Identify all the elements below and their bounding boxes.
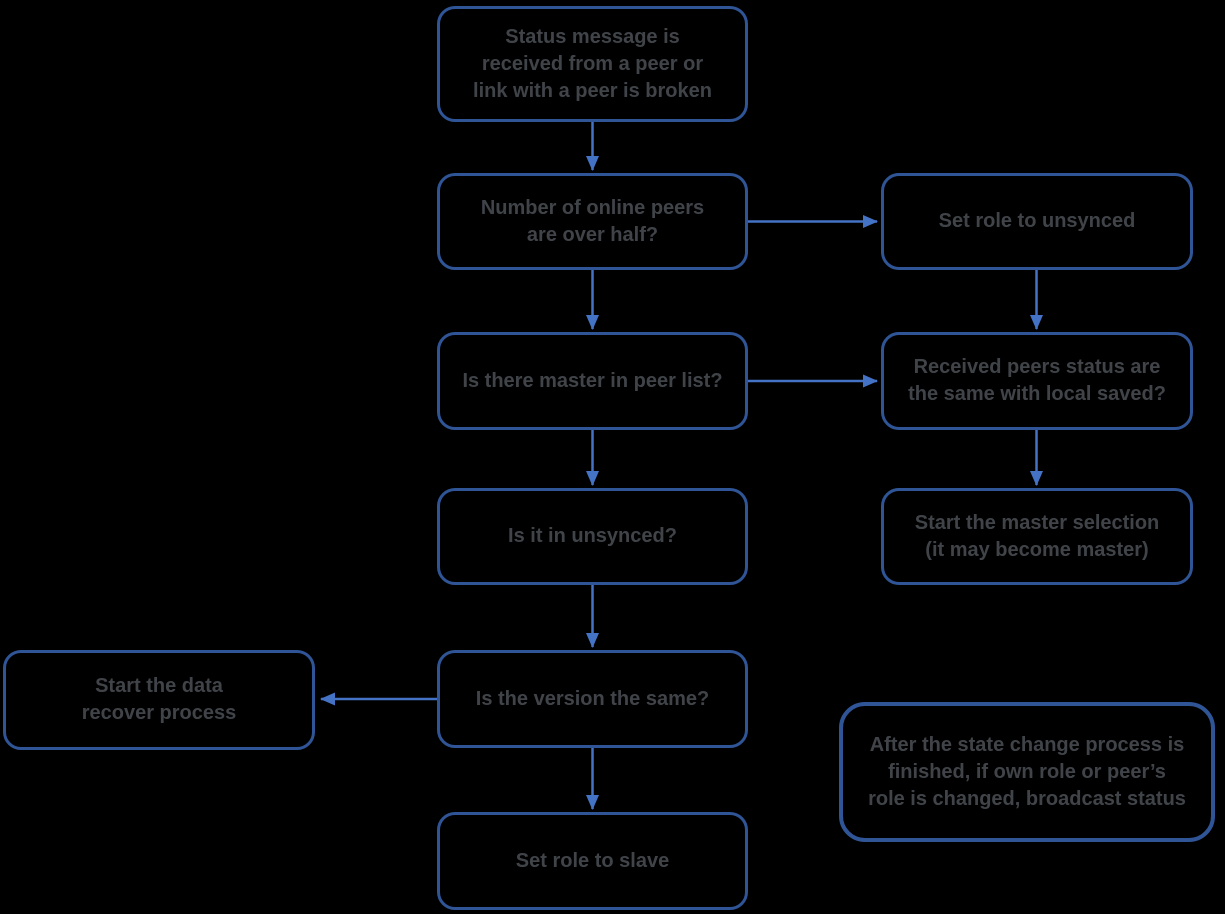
node-set-role-unsynced: Set role to unsynced: [881, 173, 1193, 270]
node-start-master-selection: Start the master selection (it may becom…: [881, 488, 1193, 585]
node-set-role-slave-label: Set role to slave: [515, 849, 670, 872]
node-status-message: Status message is received from a peer o…: [437, 6, 748, 122]
node-master-in-peer-list-label: Is there master in peer list?: [462, 369, 723, 392]
node-set-role-slave: Set role to slave: [437, 812, 748, 910]
node-master-in-peer-list: Is there master in peer list?: [437, 332, 748, 430]
node-is-it-unsynced-label: Is it in unsynced?: [508, 525, 677, 547]
node-broadcast-status-note-label: After the state change process is finish…: [868, 733, 1186, 810]
node-start-data-recover: Start the data recover process: [3, 650, 315, 750]
node-is-version-same: Is the version the same?: [437, 650, 748, 748]
node-broadcast-status-note: After the state change process is finish…: [839, 702, 1215, 842]
node-start-master-selection-label: Start the master selection (it may becom…: [914, 511, 1160, 561]
node-set-role-unsynced-label: Set role to unsynced: [938, 210, 1136, 232]
node-start-data-recover-label: Start the data recover process: [81, 675, 237, 724]
node-is-version-same-label: Is the version the same?: [475, 687, 710, 710]
node-is-it-unsynced: Is it in unsynced?: [437, 488, 748, 585]
node-online-peers-over-half-label: Number of online peers are over half?: [480, 196, 705, 246]
node-received-peers-status-label: Received peers status are the same with …: [908, 356, 1166, 405]
node-status-message-label: Status message is received from a peer o…: [473, 25, 712, 102]
node-online-peers-over-half: Number of online peers are over half?: [437, 173, 748, 270]
node-received-peers-status: Received peers status are the same with …: [881, 332, 1193, 430]
